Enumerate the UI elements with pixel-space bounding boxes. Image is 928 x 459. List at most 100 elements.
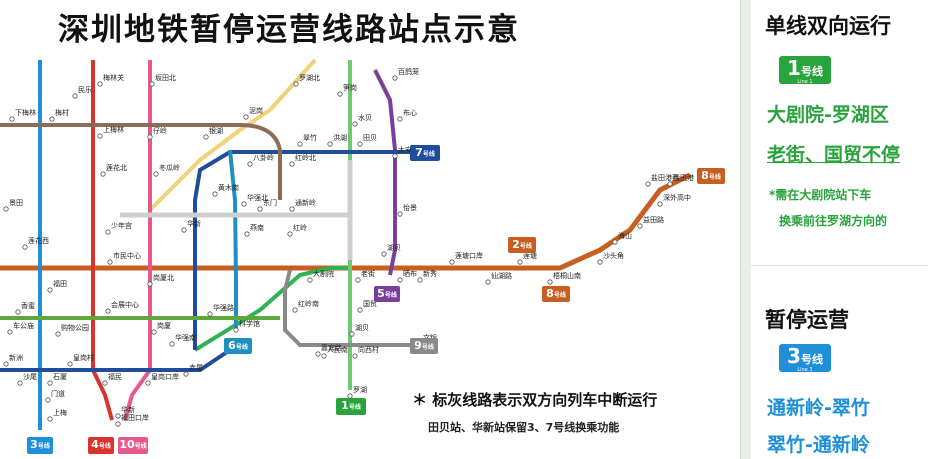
station-marker	[15, 309, 21, 315]
station-marker	[47, 380, 53, 386]
line-south-2-path	[0, 348, 232, 372]
station-marker	[315, 351, 321, 357]
station-label: 红岭南	[298, 299, 319, 308]
station-marker	[3, 206, 9, 212]
station-marker	[97, 133, 103, 139]
station-marker	[417, 277, 423, 283]
line-badge-num: 9	[414, 339, 422, 352]
station-marker	[115, 421, 121, 427]
line-badge-sub: 号线	[519, 243, 532, 250]
line-badge-sub: 号线	[98, 443, 111, 450]
station-marker	[381, 251, 387, 257]
station-marker	[47, 287, 53, 293]
station-label: 购物公园	[61, 323, 89, 332]
line-badge-sub: 号线	[421, 344, 434, 351]
station-label: 福民	[108, 372, 122, 381]
line-badge: 4号线	[88, 437, 114, 454]
station-label: 向西村	[358, 345, 379, 354]
line-badge: 2号线	[508, 237, 536, 253]
station-label: 会展中心	[111, 300, 139, 309]
station-label: 泥岗	[249, 107, 263, 115]
route-4: 翠竹-通新岭	[767, 434, 870, 456]
station-marker	[357, 141, 363, 147]
station-marker	[289, 161, 295, 167]
station-label: 红岭北	[295, 153, 316, 162]
line-badge-sub: 号线	[384, 292, 397, 299]
station-label: 文锦	[423, 333, 437, 342]
station-marker	[7, 329, 13, 335]
station-label: 笋岗	[343, 83, 357, 92]
station-label: 罗湖	[353, 385, 367, 394]
station-marker	[212, 191, 218, 197]
station-marker	[105, 229, 111, 235]
station-label: 岗厦	[157, 322, 171, 330]
status-panel: 单线双向运行 1号线 Line 1 大剧院-罗湖区 老街、国贸不停 *需在大剧院…	[751, 0, 928, 459]
station-label: 市民中心	[113, 251, 141, 260]
station-label: 皇岗村	[73, 353, 94, 362]
station-label: 新洲	[9, 353, 23, 362]
station-label: 湖贝	[355, 323, 369, 332]
station-marker	[243, 114, 249, 120]
station-marker	[100, 171, 106, 177]
line-badge-num: 4	[91, 438, 99, 451]
station-marker	[337, 91, 343, 97]
metro-map: 民乐梅林关坂田北下梅林梅村上梅林仔岭银湖泥岗罗湖北布心百鸽笼水贝田贝翠竹洪湖太安…	[0, 12, 725, 454]
station-marker	[9, 116, 15, 122]
line-badge: 5号线	[374, 286, 400, 302]
line-1-badge: 1号线 Line 1	[779, 56, 831, 85]
station-label: 坂田北	[155, 73, 176, 82]
station-label: 冬瓜岭	[159, 163, 180, 172]
station-marker	[392, 153, 398, 159]
route-3: 通新岭-翠竹	[767, 397, 870, 419]
station-label: 布心	[403, 108, 417, 117]
station-marker	[207, 311, 213, 317]
station-marker	[449, 259, 455, 265]
line-ring-path	[0, 123, 282, 200]
station-label: 水贝	[358, 113, 372, 122]
line-1-green-path	[193, 266, 350, 352]
station-marker	[397, 277, 403, 283]
station-marker	[169, 341, 175, 347]
station-marker	[352, 121, 358, 127]
station-label: 莲塘	[523, 251, 537, 260]
station-marker	[3, 361, 9, 367]
route-1: 大剧院-罗湖区	[767, 104, 889, 126]
station-label: 上梅林	[103, 125, 124, 134]
station-label: 八卦岭	[253, 153, 274, 162]
route-2: 老街、国贸不停	[767, 144, 901, 166]
station-label: 华强南	[175, 333, 196, 342]
station-label: 莲花西	[28, 236, 49, 245]
station-label: 赤尾	[189, 364, 203, 372]
line-3-badge-num: 3	[787, 344, 801, 368]
station-marker	[145, 380, 151, 386]
station-marker	[153, 171, 159, 177]
station-marker	[49, 116, 55, 122]
station-label: 百鸽笼	[398, 67, 419, 76]
line-3-badge-label: 号线	[800, 353, 823, 366]
station-marker	[612, 239, 618, 245]
line-badge-sub: 号线	[553, 292, 566, 299]
station-label: 东门	[263, 198, 277, 207]
station-marker	[352, 353, 358, 359]
line-badge-num: 2	[512, 238, 520, 251]
metro-map-svg: 民乐梅林关坂田北下梅林梅村上梅林仔岭银湖泥岗罗湖北布心百鸽笼水贝田贝翠竹洪湖太安…	[0, 58, 694, 430]
station-marker	[397, 116, 403, 122]
station-marker	[183, 371, 189, 377]
station-marker	[244, 231, 250, 237]
station-marker	[485, 279, 491, 285]
station-label: 湖贝	[387, 243, 401, 252]
line-badge-num: 8	[546, 287, 554, 300]
station-marker	[637, 223, 643, 229]
station-label: 华新	[121, 405, 135, 414]
station-label: 华新	[187, 219, 201, 228]
station-label: 盐田港西	[651, 173, 679, 182]
station-label: 上梅	[53, 408, 67, 417]
station-marker	[257, 206, 263, 212]
station-label: 梧桐山南	[553, 271, 581, 280]
legend-note-main: ＊ 标灰线路表示双方向列车中断运行	[412, 391, 658, 409]
page-title: 深圳地铁暂停运营线路站点示意	[58, 12, 520, 48]
station-marker	[289, 206, 295, 212]
station-label: 老街	[361, 269, 375, 278]
station-marker	[105, 308, 111, 314]
line-badge: 8号线	[542, 286, 570, 302]
